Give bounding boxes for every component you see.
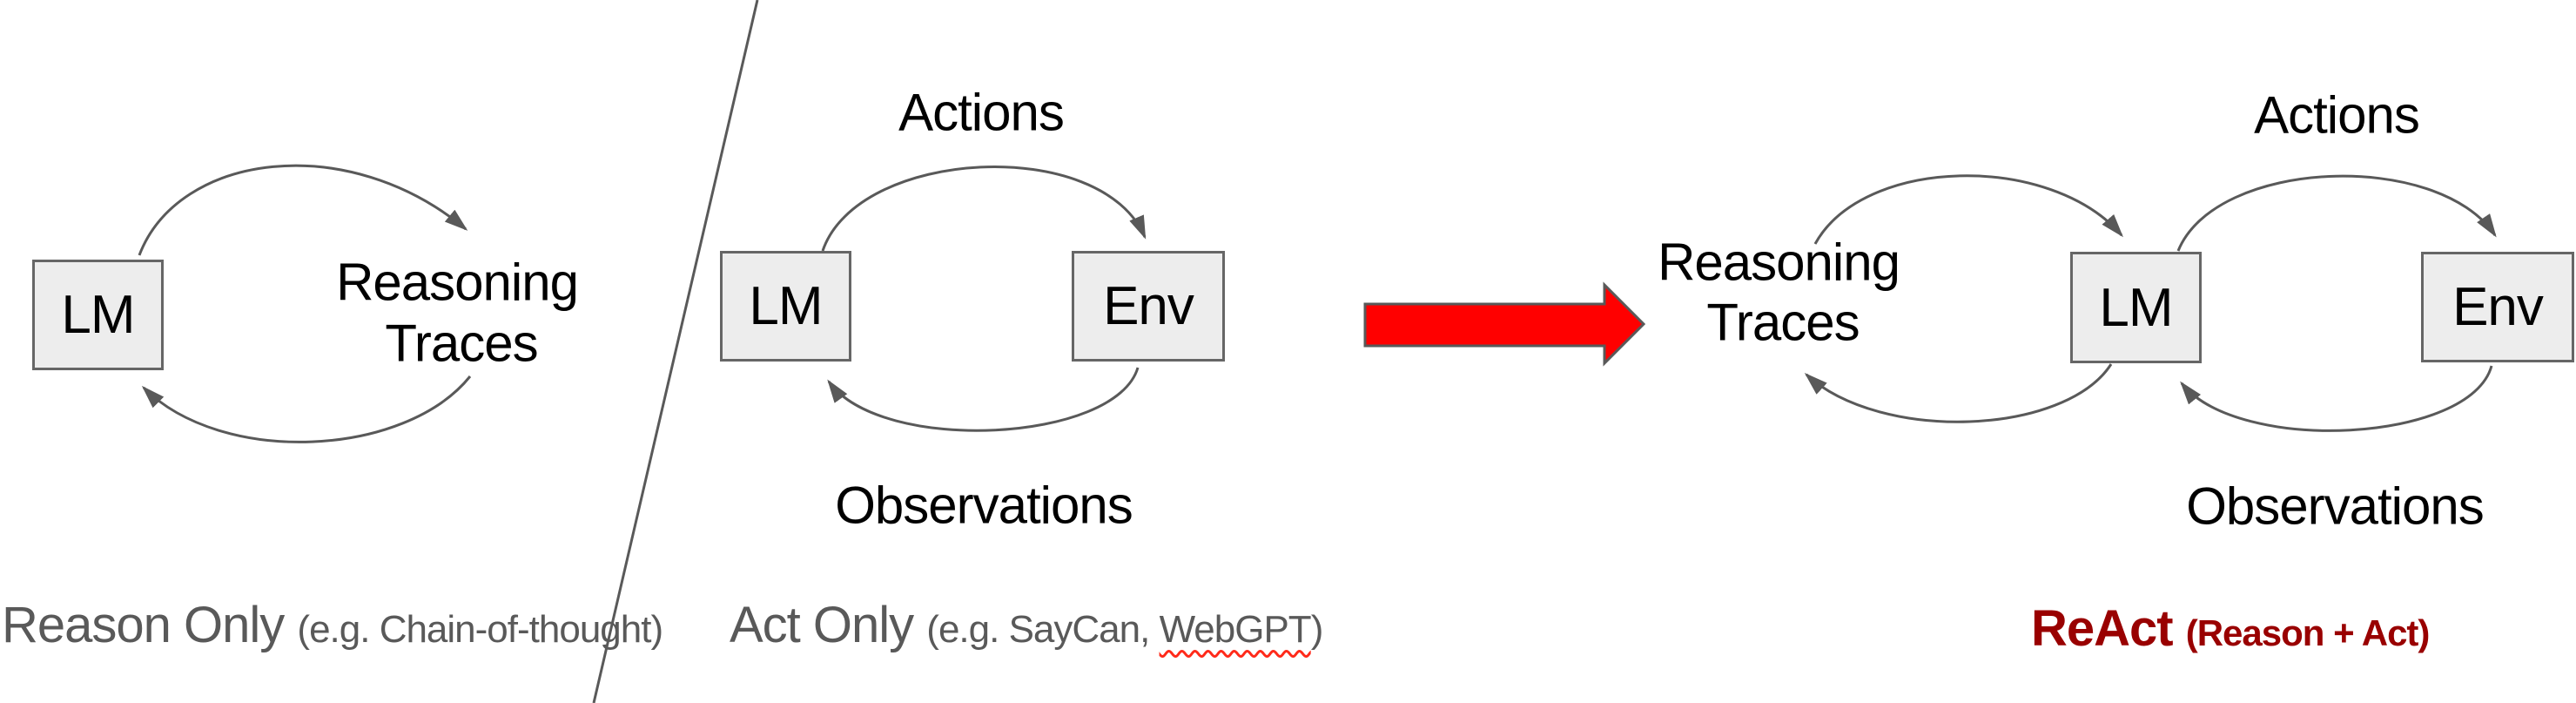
actions-label: Actions xyxy=(898,83,1065,142)
lm-box-label: LM xyxy=(2099,277,2173,338)
observations-label: Observations xyxy=(835,476,1133,535)
reason-only-lm-box: LM xyxy=(32,260,164,370)
lm-box-label: LM xyxy=(61,285,135,345)
react-observations-label: Observations xyxy=(2186,477,2484,536)
act-only-lm-box: LM xyxy=(720,251,851,362)
react-reason-loop-top-arrow-icon xyxy=(1813,174,2123,245)
act-only-note-prefix: (e.g. SayCan, xyxy=(926,608,1160,651)
act-observations-arrow-icon xyxy=(827,367,1140,432)
act-only-caption-title: Act Only xyxy=(730,597,914,653)
act-actions-arrow-icon xyxy=(821,166,1147,252)
react-actions-label: Actions xyxy=(2254,85,2420,145)
act-only-env-box: Env xyxy=(1072,251,1225,362)
react-reasoning-label-line1: Reasoning xyxy=(1658,233,1900,292)
panel-divider-line xyxy=(592,0,759,703)
webgpt-spellcheck-underline: WebGPT xyxy=(1159,608,1312,651)
reason-loop-bottom-arrow-icon xyxy=(141,375,472,443)
react-actions-arrow-icon xyxy=(2176,174,2497,252)
env-box-label: Env xyxy=(2452,277,2544,337)
reasoning-traces-label-line2: Traces xyxy=(385,314,538,373)
act-only-caption-note: (e.g. SayCan, WebGPT) xyxy=(926,608,1324,651)
red-transform-arrow-icon xyxy=(1363,281,1646,367)
react-lm-box: LM xyxy=(2070,252,2202,363)
react-caption: ReAct (Reason + Act) xyxy=(2031,599,2431,658)
react-caption-note: (Reason + Act) xyxy=(2185,612,2431,653)
react-env-box: Env xyxy=(2421,252,2574,362)
act-only-note-suffix: ) xyxy=(1310,608,1324,651)
act-only-caption: Act Only (e.g. SayCan, WebGPT) xyxy=(730,596,1324,654)
reason-loop-top-arrow-icon xyxy=(138,164,468,256)
react-reason-loop-bottom-arrow-icon xyxy=(1804,363,2113,423)
react-caption-title: ReAct xyxy=(2031,600,2174,657)
react-observations-arrow-icon xyxy=(2180,365,2493,432)
reason-only-caption: Reason Only (e.g. Chain-of-thought) xyxy=(2,596,663,654)
reason-only-caption-note: (e.g. Chain-of-thought) xyxy=(297,608,663,651)
lm-box-label: LM xyxy=(749,276,823,336)
reason-only-caption-title: Reason Only xyxy=(2,597,285,653)
env-box-label: Env xyxy=(1103,276,1194,336)
reasoning-traces-label-line1: Reasoning xyxy=(336,253,579,312)
react-reasoning-label-line2: Traces xyxy=(1706,293,1860,352)
